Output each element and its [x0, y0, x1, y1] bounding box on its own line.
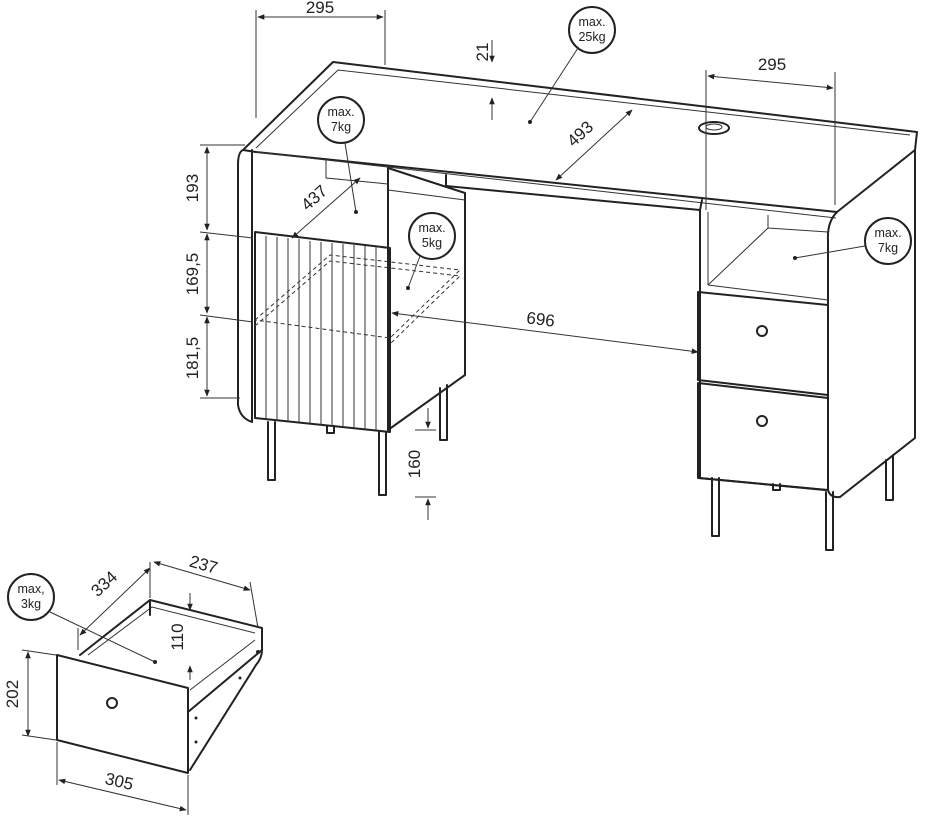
drawer-illustration: [56, 599, 263, 774]
dim-top-width-left: 295: [306, 0, 334, 17]
dim-top-depth: 493: [563, 117, 597, 150]
ribbed-door: [254, 231, 391, 433]
dim-shelf-depth: 437: [297, 181, 331, 214]
desk-illustration: [237, 61, 918, 551]
drawer-front: [56, 654, 189, 774]
svg-text:max.: max.: [578, 15, 605, 29]
load-callout-drawer: max, 3kg: [7, 573, 157, 664]
svg-text:max.: max.: [874, 226, 901, 240]
modesty-panel: [445, 174, 703, 211]
drawer-knob-upper: [756, 325, 768, 337]
svg-text:max.: max.: [418, 221, 445, 235]
left-cabinet-box: [387, 167, 466, 431]
drawer-knob-lower: [756, 415, 768, 427]
dim-drawer-depth: 334: [87, 567, 121, 600]
svg-text:max,: max,: [17, 582, 44, 596]
desk-dimensions: 295 295 21 493 437 193 169,5 181,5 160 6…: [183, 0, 836, 520]
load-callout-right-shelf: max. 7kg: [793, 217, 912, 265]
svg-text:25kg: 25kg: [578, 30, 605, 44]
dim-top-width-right: 295: [758, 55, 786, 74]
dim-compartment-middle: 169,5: [183, 253, 202, 296]
dim-knee-width: 696: [525, 308, 555, 330]
inner-shelf-dashed: [253, 254, 462, 345]
right-legs: [711, 454, 894, 551]
dim-drawer-inner-height: 110: [168, 623, 187, 650]
load-callout-top: max. 25kg: [528, 6, 616, 124]
svg-text:7kg: 7kg: [331, 120, 351, 134]
cable-grommet: [698, 121, 730, 135]
dim-drawer-front-width: 305: [103, 769, 135, 794]
dim-leg-height: 160: [405, 450, 424, 478]
dim-compartment-bottom: 181,5: [183, 337, 202, 380]
drawer-dimensions: 334 237 110 202 305: [3, 552, 259, 815]
svg-text:max.: max.: [327, 105, 354, 119]
svg-text:5kg: 5kg: [422, 236, 442, 250]
dim-drawer-width: 237: [187, 552, 220, 578]
drawer-knob: [106, 697, 118, 709]
dim-compartment-top: 193: [183, 174, 202, 202]
left-side-panel: [237, 149, 253, 423]
dim-drawer-front-height: 202: [3, 680, 22, 708]
left-legs: [267, 384, 448, 496]
load-callout-left-shelf: max. 7kg: [317, 96, 365, 214]
svg-text:3kg: 3kg: [21, 597, 41, 611]
right-drawers: [697, 291, 829, 491]
load-callout-inner-shelf: max. 5kg: [406, 212, 456, 290]
dim-top-lip: 21: [473, 43, 492, 62]
svg-text:7kg: 7kg: [878, 241, 898, 255]
